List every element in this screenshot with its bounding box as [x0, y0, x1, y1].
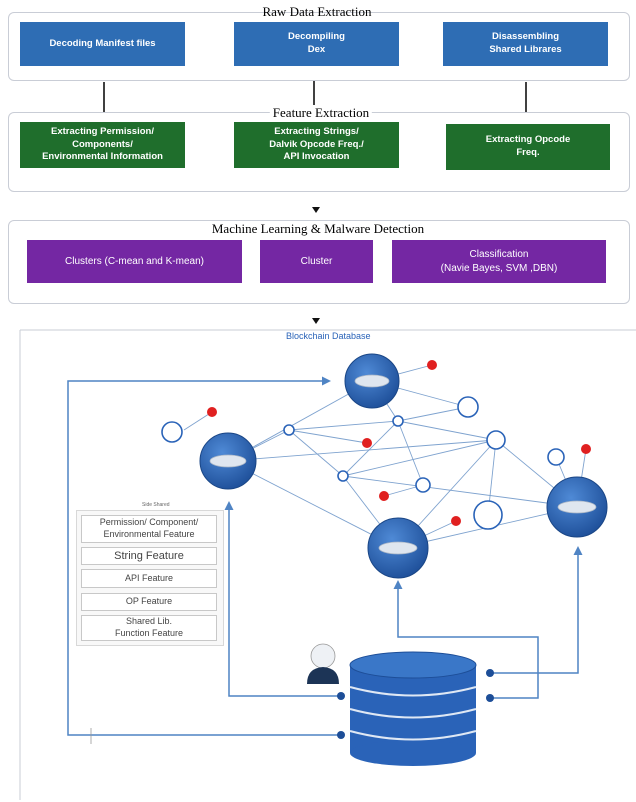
legend-item-shared-lib: Shared Lib. Function Feature [81, 615, 217, 641]
legend-item-shared-lib-line-2: Function Feature [114, 628, 184, 638]
hollow-node [415, 477, 431, 493]
legend-item-string: String Feature [81, 547, 217, 565]
hollow-nodes [161, 396, 565, 530]
legend-item-op-label: OP Feature [125, 596, 173, 607]
classification-box: Classification (Navie Bayes, SVM ,DBN) [392, 240, 606, 283]
extracting-permission-box: Extracting Permission/ Components/ Envir… [20, 122, 185, 168]
decompiling-dex-box: Decompiling Dex [234, 22, 399, 66]
legend-item-op: OP Feature [81, 593, 217, 611]
legend-item-api-label: API Feature [124, 572, 174, 583]
legend-item-shared-lib-line-1: Shared Lib. [125, 616, 173, 627]
extracting-strings-box: Extracting Strings/ Dalvik Opcode Freq./… [234, 122, 399, 168]
red-nodes [207, 360, 591, 526]
extracting-strings-line-2: Dalvik Opcode Freq./ [269, 138, 364, 150]
extracting-permission-line-3: Environmental Information [42, 151, 163, 163]
red-node [581, 444, 591, 454]
extracting-strings-line-1: Extracting Strings/ [274, 125, 359, 137]
legend-caption: Side Shared [142, 502, 170, 508]
red-node [207, 407, 217, 417]
disassembling-libraries-box: Disassembling Shared Librares [443, 22, 608, 66]
server-nodes [199, 353, 608, 579]
legend-item-permission-line-1: Permission/ Component/ [99, 517, 199, 528]
raw-extraction-title: Raw Data Extraction [262, 4, 372, 19]
db-link-to-left-node [224, 501, 340, 697]
hollow-node [486, 430, 506, 450]
blockchain-frame [19, 329, 636, 800]
dex-label: Dex [307, 44, 326, 55]
hollow-node [392, 415, 404, 427]
red-node [362, 438, 372, 448]
legend-item-string-label: String Feature [114, 549, 184, 562]
classification-methods-label: (Navie Bayes, SVM ,DBN) [440, 262, 558, 274]
red-node [379, 491, 389, 501]
decoding-manifest-label: Decoding Manifest files [49, 37, 156, 49]
disassembling-label: Disassembling [491, 31, 560, 43]
clusters-label: Clusters (C-mean and K-mean) [65, 255, 204, 267]
legend-item-api: API Feature [81, 569, 217, 588]
red-node [427, 360, 437, 370]
ml-detection-title: Machine Learning & Malware Detection [211, 221, 425, 236]
arrow-ml-to-blockchain [312, 318, 320, 324]
hollow-node [283, 424, 295, 436]
db-port-dots [337, 669, 494, 739]
extracting-permission-line-1: Extracting Permission/ [51, 125, 154, 137]
db-connectors [67, 376, 583, 744]
server-node-bottom [367, 517, 429, 579]
legend-item-permission: Permission/ Component/ Environmental Fea… [81, 515, 217, 543]
database-icon [349, 651, 477, 766]
extracting-opcode-line-1: Extracting Opcode [485, 134, 571, 146]
db-link-to-bottom-node [393, 580, 539, 699]
hollow-node [337, 470, 349, 482]
db-link-to-top-node [67, 376, 340, 736]
arrow-feature-to-ml [312, 207, 320, 213]
server-node-left [199, 432, 257, 490]
extracting-strings-line-3: API Invocation [283, 151, 350, 163]
legend-item-permission-line-2: Environmental Feature [103, 529, 195, 539]
hollow-node [473, 500, 503, 530]
cluster-label: Cluster [300, 255, 333, 267]
server-node-top [344, 353, 400, 409]
decoding-manifest-box: Decoding Manifest files [20, 22, 185, 66]
extracting-opcode-box: Extracting Opcode Freq. [446, 124, 610, 170]
user-icon [307, 643, 339, 684]
feature-extraction-title: Feature Extraction [269, 105, 373, 121]
feature-legend: Permission/ Component/ Environmental Fea… [76, 510, 224, 646]
hollow-node [457, 396, 479, 418]
extracting-permission-line-2: Components/ [72, 138, 133, 150]
clusters-box: Clusters (C-mean and K-mean) [27, 240, 242, 283]
server-node-right [546, 476, 608, 538]
blockchain-title: Blockchain Database [286, 331, 371, 341]
cluster-box: Cluster [260, 240, 373, 283]
extracting-opcode-line-2: Freq. [516, 147, 540, 158]
red-node [451, 516, 461, 526]
db-link-to-right-node [490, 546, 583, 674]
shared-libraries-label: Shared Librares [489, 44, 562, 55]
hollow-node [547, 448, 565, 466]
classification-label: Classification [469, 249, 529, 260]
decompiling-label: Decompiling [287, 31, 345, 43]
hollow-node [161, 421, 183, 443]
